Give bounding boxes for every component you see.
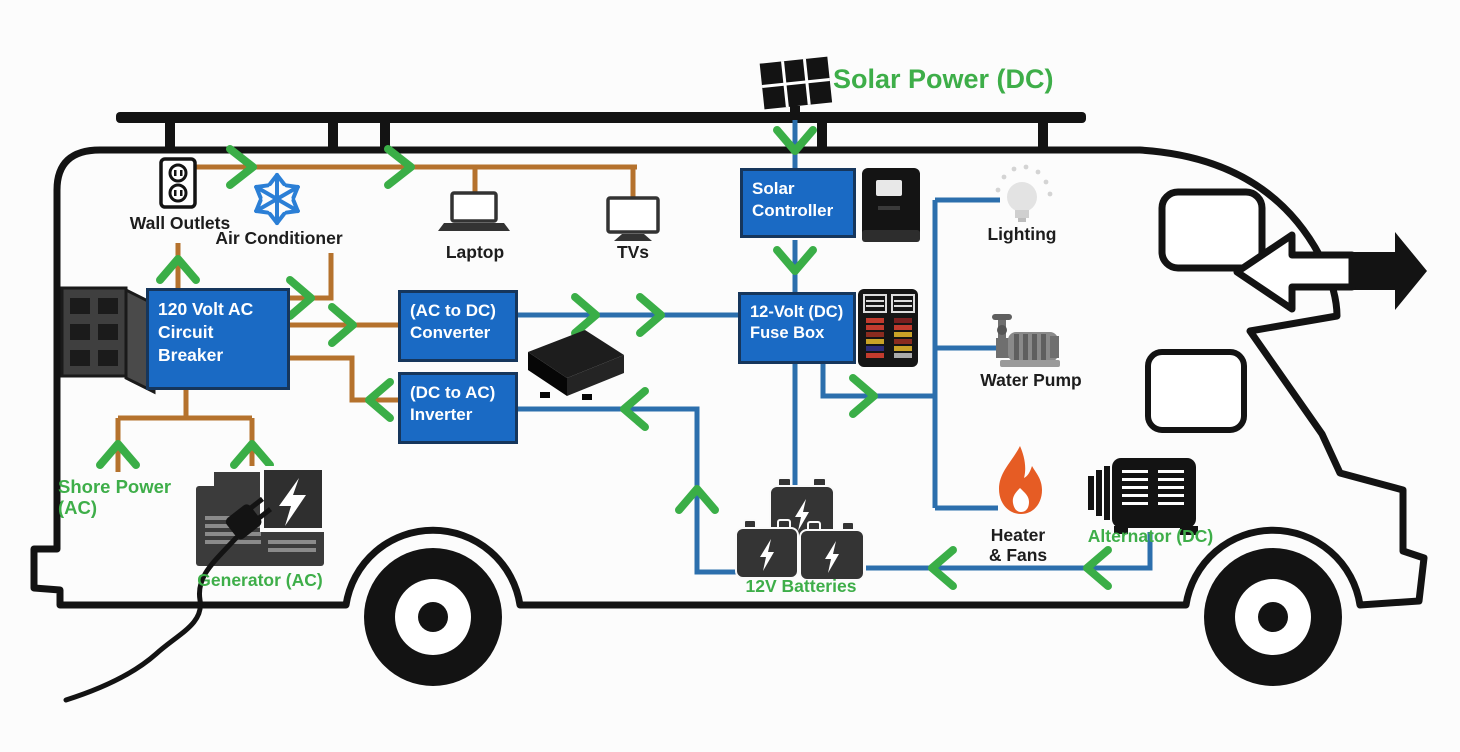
snowflake-icon <box>250 173 304 225</box>
flow-arrows <box>96 126 1112 590</box>
shore-power-label: Shore Power (AC) <box>58 476 172 519</box>
inverter-line2: Inverter <box>410 405 473 425</box>
roof-rack <box>116 112 1086 150</box>
air-conditioner-label: Air Conditioner <box>215 228 343 248</box>
wall-outlet-icon <box>159 157 197 209</box>
lighting-label: Lighting <box>987 224 1057 244</box>
water-pump-label: Water Pump <box>980 370 1082 390</box>
breaker-line1: 120 Volt AC <box>158 299 254 319</box>
solar-panel-icon <box>759 56 833 120</box>
fuse-panel-icon <box>858 289 918 367</box>
generator-label: Generator (AC) <box>197 570 323 590</box>
breaker-panel-icon <box>60 286 156 395</box>
front-wheel <box>1204 548 1342 686</box>
solar-controller-line1: Solar <box>752 179 795 198</box>
converter-line2: Converter <box>410 323 491 343</box>
solar-power-label: Solar Power (DC) <box>833 64 1054 94</box>
battery-bank-icon <box>735 477 865 581</box>
alternator-icon <box>1088 458 1198 535</box>
batteries-label: 12V Batteries <box>745 576 857 596</box>
fuse-box: 12-Volt (DC) Fuse Box <box>738 292 856 364</box>
inverter-box: (DC to AC) Inverter <box>398 372 518 444</box>
tvs-label: TVs <box>616 242 650 262</box>
tv-icon <box>606 196 660 241</box>
breaker-line3: Breaker <box>158 344 224 365</box>
converter-device-icon <box>528 330 624 400</box>
laptop-icon <box>438 191 510 231</box>
overcab-window <box>1158 188 1266 272</box>
charge-controller-device-icon <box>862 168 920 242</box>
solar-controller-box: Solar Controller <box>740 168 856 238</box>
fuse-box-line1: 12-Volt (DC) <box>750 303 844 321</box>
breaker-line2: Circuit <box>158 321 214 342</box>
flame-icon <box>999 446 1042 514</box>
solar-controller-line2: Controller <box>752 201 834 221</box>
cab-side-window <box>1145 349 1247 433</box>
converter-box: (AC to DC) Converter <box>398 290 518 362</box>
fuse-box-line2: Fuse Box <box>750 324 825 343</box>
circuit-breaker-box: 120 Volt AC Circuit Breaker <box>146 288 290 390</box>
converter-line1: (AC to DC) <box>410 301 496 320</box>
alternator-label: Alternator (DC) <box>1087 526 1214 546</box>
water-pump-icon <box>992 314 1060 367</box>
direction-arrows-icon <box>1233 231 1427 313</box>
light-bulb-icon <box>995 164 1053 222</box>
rear-wheel <box>364 548 502 686</box>
power-plug-icon <box>63 496 273 703</box>
heater-fans-label: Heater & Fans <box>988 525 1048 566</box>
inverter-line1: (DC to AC) <box>410 383 496 402</box>
laptop-label: Laptop <box>445 242 505 262</box>
wall-outlets-label: Wall Outlets <box>129 213 231 233</box>
